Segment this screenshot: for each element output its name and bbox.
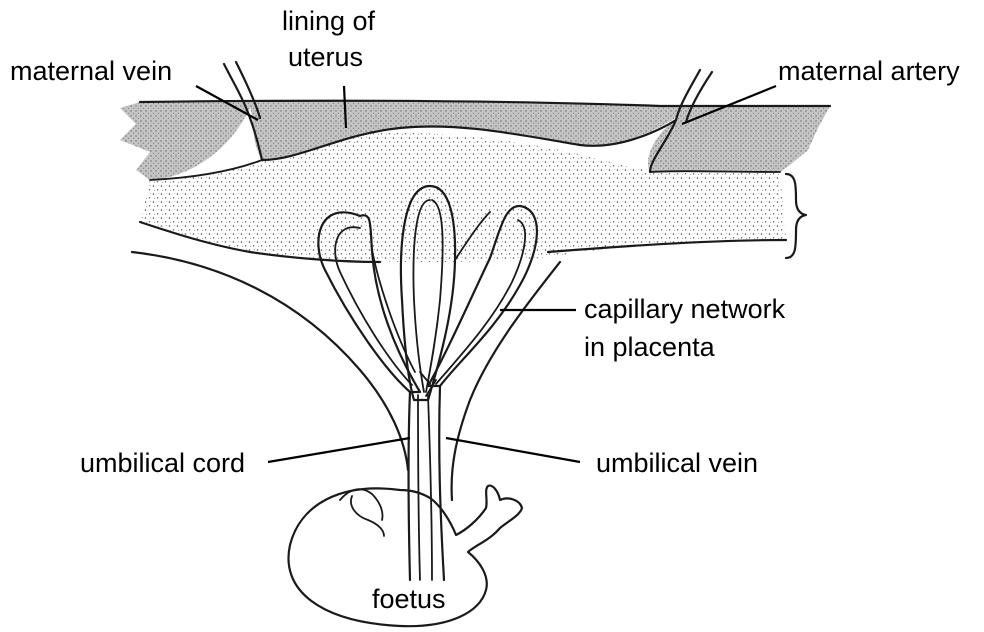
leader-umbilical-vein — [446, 438, 580, 462]
label-maternal-artery: maternal artery — [778, 56, 960, 86]
label-lining-line1: lining of — [282, 6, 376, 36]
label-lining-line2: uterus — [288, 42, 363, 72]
label-umbilical-cord: umbilical cord — [80, 448, 245, 478]
leader-umbilical-cord — [268, 438, 410, 462]
label-capillary-line2: in placenta — [584, 332, 716, 362]
label-maternal-vein: maternal vein — [10, 56, 172, 86]
label-umbilical-vein: umbilical vein — [596, 448, 758, 478]
placenta-bracket — [786, 174, 806, 258]
label-foetus: foetus — [372, 584, 446, 614]
umbilical-cord-vessels — [409, 372, 445, 580]
label-capillary-line1: capillary network — [584, 294, 786, 324]
